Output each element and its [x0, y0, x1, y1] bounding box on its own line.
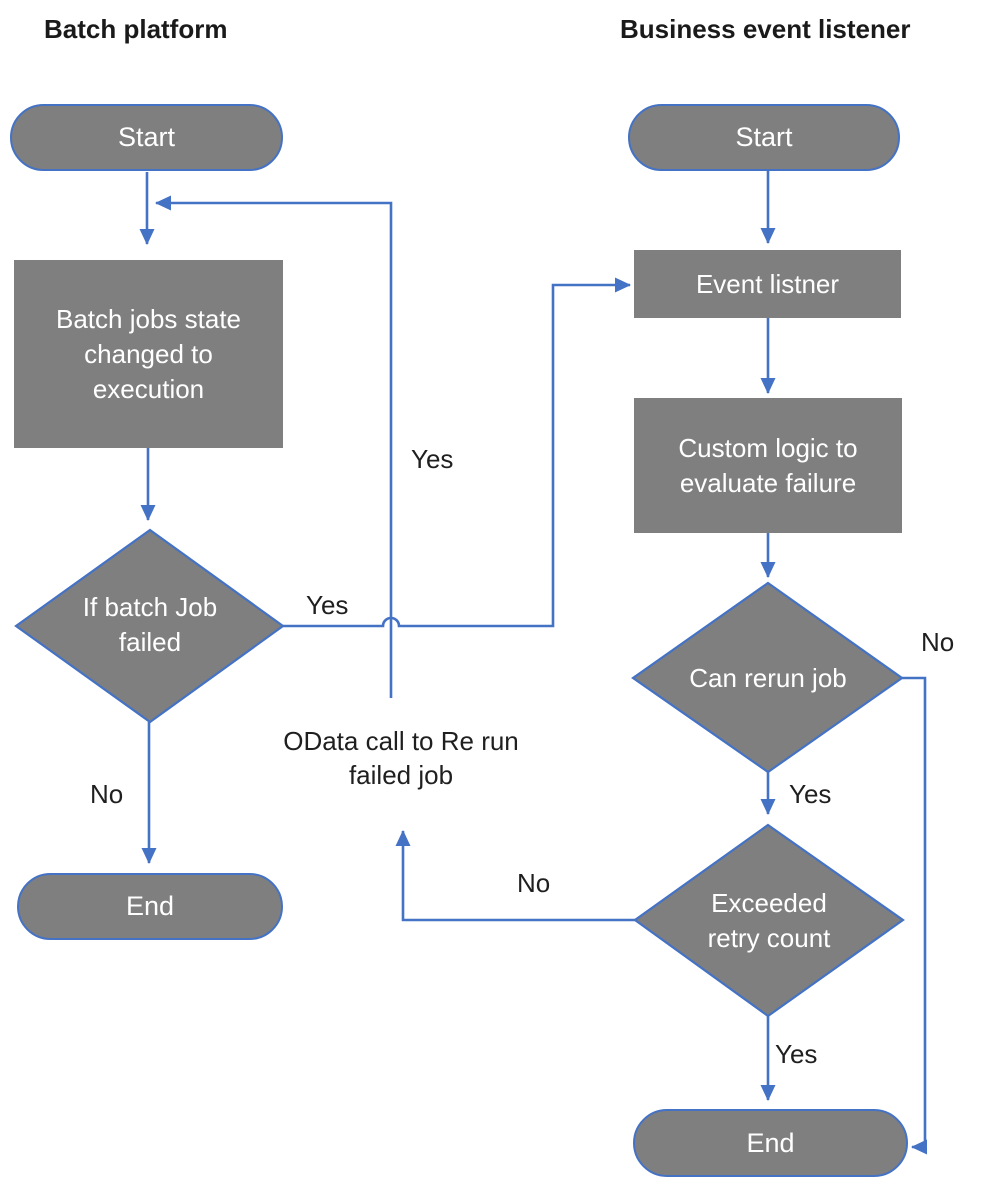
end-node-listener: End	[633, 1109, 908, 1177]
edge-label-batch-failed-no: No	[90, 779, 124, 809]
decision-node-exceeded-retry	[633, 823, 905, 1018]
connector-exceeded-no-to-odata-rerun	[395, 830, 635, 922]
connector-can-rerun-no-to-listener-end	[902, 676, 927, 1155]
end-node-batch-label: End	[125, 891, 175, 921]
decision-node-exceeded-retry-line1: Exceeded	[711, 888, 827, 918]
end-node-batch: End	[17, 873, 283, 940]
odata-note: OData call to Re run failed job	[276, 724, 526, 792]
start-node-batch: Start	[10, 104, 283, 171]
process-node-custom-logic-line2: evaluate failure	[679, 467, 857, 498]
process-node-custom-logic-line1: Custom logic to	[678, 432, 858, 463]
left-column-title: Batch platform	[44, 14, 228, 44]
process-node-batch-state: Batch jobs state changed to execution	[14, 260, 283, 448]
right-column-title: Business event listener	[620, 14, 911, 44]
decision-node-batch-failed	[14, 528, 285, 724]
process-node-batch-state-line1: Batch jobs state	[56, 303, 241, 334]
connector-rerun-loop-to-batch	[155, 195, 393, 698]
edge-label-exceeded-retry-no: No	[517, 868, 551, 898]
decision-node-batch-failed-line2: failed	[118, 627, 182, 657]
connector-failed-yes-to-event-listener	[283, 277, 631, 628]
start-node-batch-label: Start	[117, 122, 176, 152]
decision-node-can-rerun	[631, 581, 904, 774]
process-node-event-listener-label: Event listner	[695, 268, 840, 299]
process-node-event-listener: Event listner	[634, 250, 901, 318]
edge-label-rerun-loop-yes: Yes	[411, 444, 454, 474]
edge-label-batch-failed-yes: Yes	[306, 590, 349, 620]
process-node-batch-state-line3: execution	[92, 373, 205, 404]
odata-note-line1: OData call to Re run	[283, 726, 519, 756]
edge-label-can-rerun-no: No	[921, 627, 955, 657]
edge-label-can-rerun-yes: Yes	[789, 779, 832, 809]
process-node-batch-state-line2: changed to	[84, 338, 213, 369]
end-node-listener-label: End	[746, 1127, 795, 1158]
decision-node-exceeded-retry-line2: retry count	[707, 923, 831, 953]
decision-node-can-rerun-label: Can rerun job	[689, 663, 847, 693]
process-node-custom-logic: Custom logic to evaluate failure	[634, 398, 902, 533]
edge-label-exceeded-retry-yes: Yes	[775, 1039, 818, 1069]
decision-node-exceeded-retry-label: Exceeded retry count	[660, 886, 878, 956]
decision-node-batch-failed-line1: If batch Job	[82, 592, 218, 622]
start-node-listener: Start	[628, 104, 900, 171]
decision-node-batch-failed-label: If batch Job failed	[35, 590, 265, 660]
start-node-listener-label: Start	[735, 122, 793, 152]
odata-note-line2: failed job	[348, 760, 454, 790]
